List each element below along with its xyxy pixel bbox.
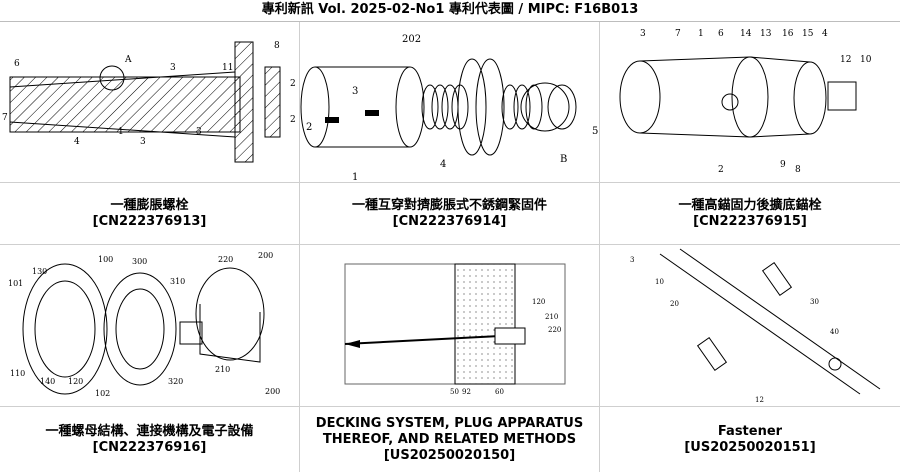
svg-text:101: 101 — [8, 279, 23, 288]
svg-text:3: 3 — [352, 86, 358, 97]
svg-text:1: 1 — [352, 172, 358, 182]
svg-text:3: 3 — [630, 256, 634, 264]
svg-text:220: 220 — [548, 326, 561, 334]
svg-text:6: 6 — [718, 29, 724, 39]
patent-title: 一種高錨固力後擴底錨栓 — [678, 198, 821, 214]
svg-text:200: 200 — [258, 251, 273, 260]
patent-drawing: 202 3 2 1 4 B 5 — [300, 22, 599, 183]
svg-text:30: 30 — [810, 298, 819, 306]
svg-text:3: 3 — [640, 29, 646, 39]
svg-text:1: 1 — [118, 127, 124, 137]
svg-text:202: 202 — [402, 34, 421, 45]
patent-title: 一種互穿對擠膨脹式不銹鋼緊固件 — [352, 198, 547, 214]
svg-text:2: 2 — [290, 79, 296, 89]
svg-text:2: 2 — [290, 115, 296, 125]
svg-text:320: 320 — [168, 377, 183, 386]
patent-title: 一種螺母結構、連接機構及電子設備 — [45, 424, 253, 440]
patent-caption: 一種螺母結構、連接機構及電子設備 [CN222376916] — [0, 407, 299, 472]
svg-text:50: 50 — [450, 388, 459, 396]
svg-text:92: 92 — [462, 388, 471, 396]
svg-text:300: 300 — [132, 257, 147, 266]
svg-text:5: 5 — [592, 126, 598, 137]
patent-card[interactable]: 101130100 300310220 200110140 120102320 … — [0, 244, 300, 472]
svg-text:6: 6 — [14, 59, 20, 69]
svg-text:110: 110 — [10, 369, 25, 378]
patent-title: DECKING SYSTEM, PLUG APPARATUS THEREOF, … — [306, 416, 593, 448]
patent-caption: 一種互穿對擠膨脹式不銹鋼緊固件 [CN222376914] — [300, 183, 599, 245]
patent-grid: 67A 3118 224 133 一種膨脹螺栓 [CN222376913] — [0, 21, 900, 471]
patent-title: 一種膨脹螺栓 — [110, 198, 188, 214]
svg-text:2: 2 — [718, 165, 724, 175]
svg-text:100: 100 — [98, 255, 113, 264]
patent-number[interactable]: [US20250020150] — [384, 448, 515, 464]
svg-text:60: 60 — [495, 388, 504, 396]
patent-card[interactable]: 3 10 20 30 40 12 Fastener [US20250020151] — [600, 244, 900, 472]
svg-text:3: 3 — [196, 127, 202, 137]
patent-drawing: 3 10 20 30 40 12 — [600, 244, 900, 407]
svg-text:102: 102 — [95, 389, 110, 398]
patent-caption: Fastener [US20250020151] — [600, 407, 900, 472]
svg-text:14: 14 — [740, 29, 752, 39]
svg-text:40: 40 — [830, 328, 839, 336]
svg-text:8: 8 — [795, 165, 801, 175]
svg-text:210: 210 — [545, 313, 558, 321]
svg-text:120: 120 — [68, 377, 83, 386]
svg-text:140: 140 — [40, 377, 55, 386]
patent-card[interactable]: 202 3 2 1 4 B 5 一種互穿對擠膨脹式不銹鋼緊固件 [CN222376914… — [300, 22, 600, 245]
patent-drawing: 5092 60 120210 220 — [300, 244, 599, 407]
patent-caption: 一種高錨固力後擴底錨栓 [CN222376915] — [600, 183, 900, 245]
svg-text:130: 130 — [32, 267, 47, 276]
svg-text:200: 200 — [265, 387, 280, 396]
svg-text:A: A — [124, 55, 132, 65]
patent-caption: DECKING SYSTEM, PLUG APPARATUS THEREOF, … — [300, 407, 599, 472]
svg-text:20: 20 — [670, 300, 679, 308]
svg-text:B: B — [560, 154, 567, 165]
patent-card[interactable]: 6 7 A 3 11 8 2 2 4 1 3 3 一種膨脹螺栓 [CN222376913] — [0, 22, 300, 245]
svg-text:1: 1 — [698, 29, 704, 39]
patent-drawing: 101130100 300310220 200110140 120102320 … — [0, 244, 299, 407]
svg-text:10: 10 — [655, 278, 664, 286]
svg-text:8: 8 — [274, 41, 280, 51]
patent-number[interactable]: [CN222376916] — [93, 440, 207, 456]
svg-text:310: 310 — [170, 277, 185, 286]
svg-text:3: 3 — [140, 137, 146, 147]
svg-text:120: 120 — [532, 298, 545, 306]
patent-number[interactable]: [CN222376913] — [93, 214, 207, 230]
patent-number[interactable]: [US20250020151] — [684, 440, 815, 456]
patent-number[interactable]: [CN222376914] — [393, 214, 507, 230]
svg-text:4: 4 — [74, 137, 80, 147]
svg-text:220: 220 — [218, 255, 233, 264]
svg-text:16: 16 — [782, 29, 794, 39]
svg-text:12: 12 — [755, 396, 764, 404]
svg-text:7: 7 — [2, 113, 8, 123]
svg-text:210: 210 — [215, 365, 230, 374]
svg-text:13: 13 — [760, 29, 772, 39]
svg-text:10: 10 — [860, 55, 872, 65]
patent-drawing: 3 7 1 6 14 13 16 15 4 12 10 9 8 2 — [600, 22, 900, 183]
svg-text:15: 15 — [802, 29, 814, 39]
svg-text:7: 7 — [675, 29, 681, 39]
svg-text:11: 11 — [222, 63, 233, 73]
svg-text:2: 2 — [306, 122, 312, 133]
patent-card[interactable]: 5092 60 120210 220 DECKING SYSTEM, PLUG AP… — [300, 244, 600, 472]
patent-drawing: 6 7 A 3 11 8 2 2 4 1 3 3 — [0, 22, 299, 183]
patent-number[interactable]: [CN222376915] — [693, 214, 807, 230]
svg-text:9: 9 — [780, 160, 786, 170]
svg-text:3: 3 — [170, 63, 176, 73]
patent-card[interactable]: 3 7 1 6 14 13 16 15 4 12 10 9 8 2 一種高錨固力後擴底錨栓 [CN… — [600, 22, 900, 245]
patent-caption: 一種膨脹螺栓 [CN222376913] — [0, 183, 299, 245]
page-title: 專利新訊 Vol. 2025-02-No1 專利代表圖 / MIPC: F16B… — [0, 0, 900, 20]
svg-text:4: 4 — [822, 29, 828, 39]
patent-title: Fastener — [718, 424, 782, 440]
svg-text:4: 4 — [440, 159, 446, 170]
svg-text:12: 12 — [840, 55, 851, 65]
